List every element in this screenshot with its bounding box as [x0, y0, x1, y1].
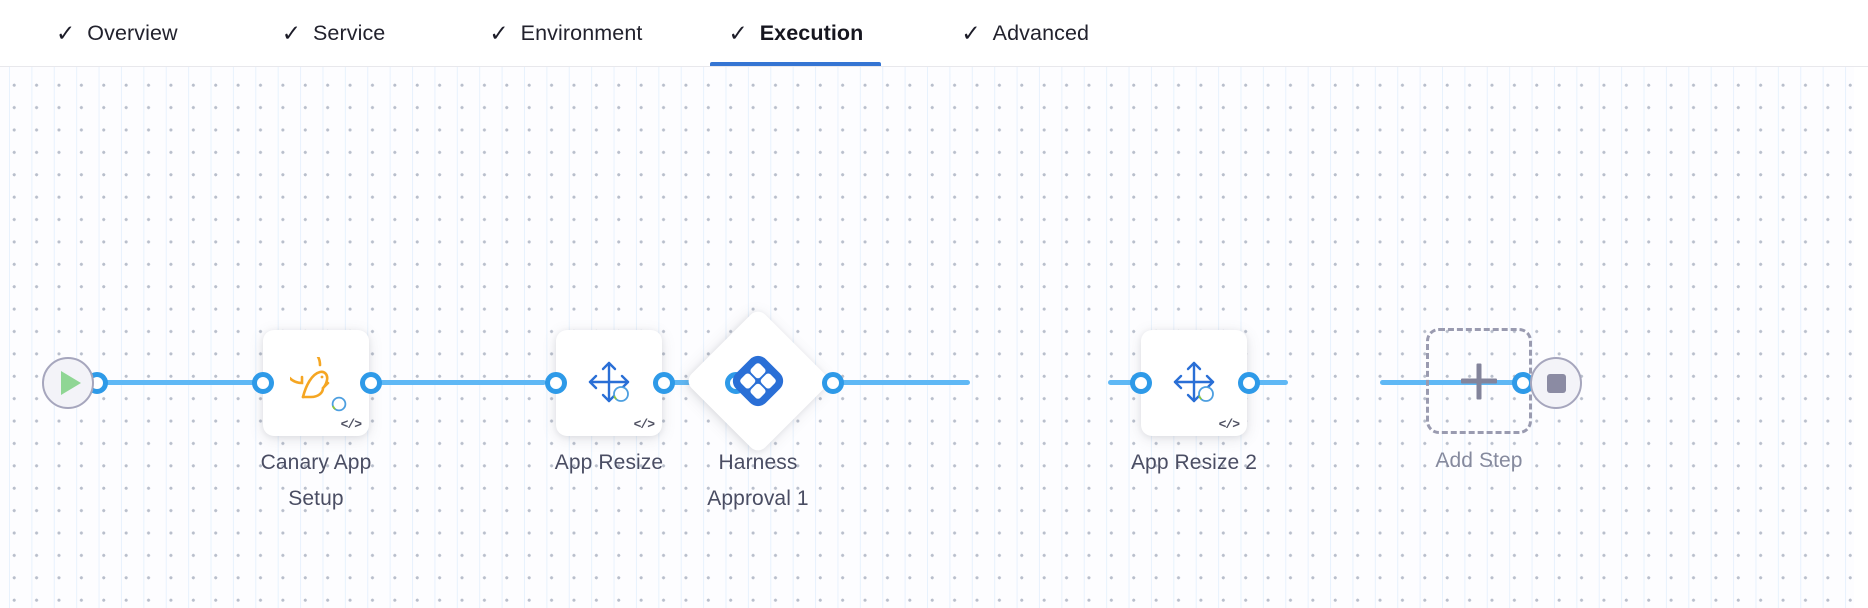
- port-approval-out[interactable]: [822, 372, 844, 394]
- canvas-right-edge: [1854, 67, 1868, 608]
- tab-service[interactable]: ✓ Service: [264, 0, 404, 66]
- step-node-app-resize-2[interactable]: </>: [1141, 330, 1247, 436]
- tab-service-label: Service: [312, 20, 386, 45]
- execution-flow-graph: </> Canary App Setup: [0, 67, 1854, 608]
- tab-execution-label: Execution: [759, 20, 864, 45]
- check-icon: ✓: [489, 19, 509, 46]
- tab-overview-label: Overview: [87, 20, 178, 45]
- step-label-app-resize-2: App Resize 2: [1130, 451, 1258, 474]
- stop-icon: [1546, 373, 1566, 393]
- add-step-label: Add Step: [1435, 449, 1523, 472]
- check-icon: ✓: [281, 19, 301, 46]
- link-approval-to-resize2: [830, 380, 970, 385]
- tab-execution[interactable]: ✓ Execution: [710, 0, 882, 66]
- port-resize2-in[interactable]: [1130, 372, 1152, 394]
- port-canary-out[interactable]: [360, 372, 382, 394]
- step-node-app-resize[interactable]: </>: [556, 330, 662, 436]
- step-label-harness-approval-1: Harness Approval 1: [707, 451, 809, 510]
- link-addstep-to-end: [1380, 380, 1520, 385]
- tab-overview[interactable]: ✓ Overview: [38, 0, 196, 66]
- code-icon[interactable]: </>: [633, 417, 655, 432]
- port-resize2-out[interactable]: [1238, 372, 1260, 394]
- code-icon[interactable]: </>: [1218, 417, 1240, 432]
- resize-arrows-icon: [1141, 330, 1247, 436]
- tab-environment-label: Environment: [520, 20, 643, 45]
- step-node-canary-app-setup[interactable]: </>: [263, 330, 369, 436]
- start-node[interactable]: [42, 357, 94, 409]
- port-resize-in[interactable]: [545, 372, 567, 394]
- step-label-canary-app-setup: Canary App Setup: [260, 451, 372, 510]
- pipeline-stage-tabs: ✓ Overview ✓ Service ✓ Environment ✓ Exe…: [0, 0, 1868, 67]
- tab-environment[interactable]: ✓ Environment: [471, 0, 660, 66]
- harness-logo-icon: [730, 353, 786, 409]
- link-canary-to-resize: [380, 380, 546, 385]
- tab-advanced-label: Advanced: [992, 20, 1090, 45]
- port-resize-out[interactable]: [653, 372, 675, 394]
- canary-bird-icon: [263, 330, 369, 436]
- port-canary-in[interactable]: [252, 372, 274, 394]
- step-label-app-resize: App Resize: [554, 451, 664, 474]
- check-icon: ✓: [961, 19, 981, 46]
- end-node[interactable]: [1530, 357, 1582, 409]
- link-start-to-canary: [96, 380, 262, 385]
- tab-advanced[interactable]: ✓ Advanced: [943, 0, 1107, 66]
- check-icon: ✓: [728, 19, 748, 46]
- play-icon: [60, 371, 81, 395]
- code-icon[interactable]: </>: [340, 417, 362, 432]
- pipeline-canvas[interactable]: </> Canary App Setup: [0, 67, 1854, 608]
- check-icon: ✓: [56, 19, 76, 46]
- resize-arrows-icon: [556, 330, 662, 436]
- gear-badge-icon: [285, 350, 369, 436]
- plus-icon: [1461, 378, 1497, 384]
